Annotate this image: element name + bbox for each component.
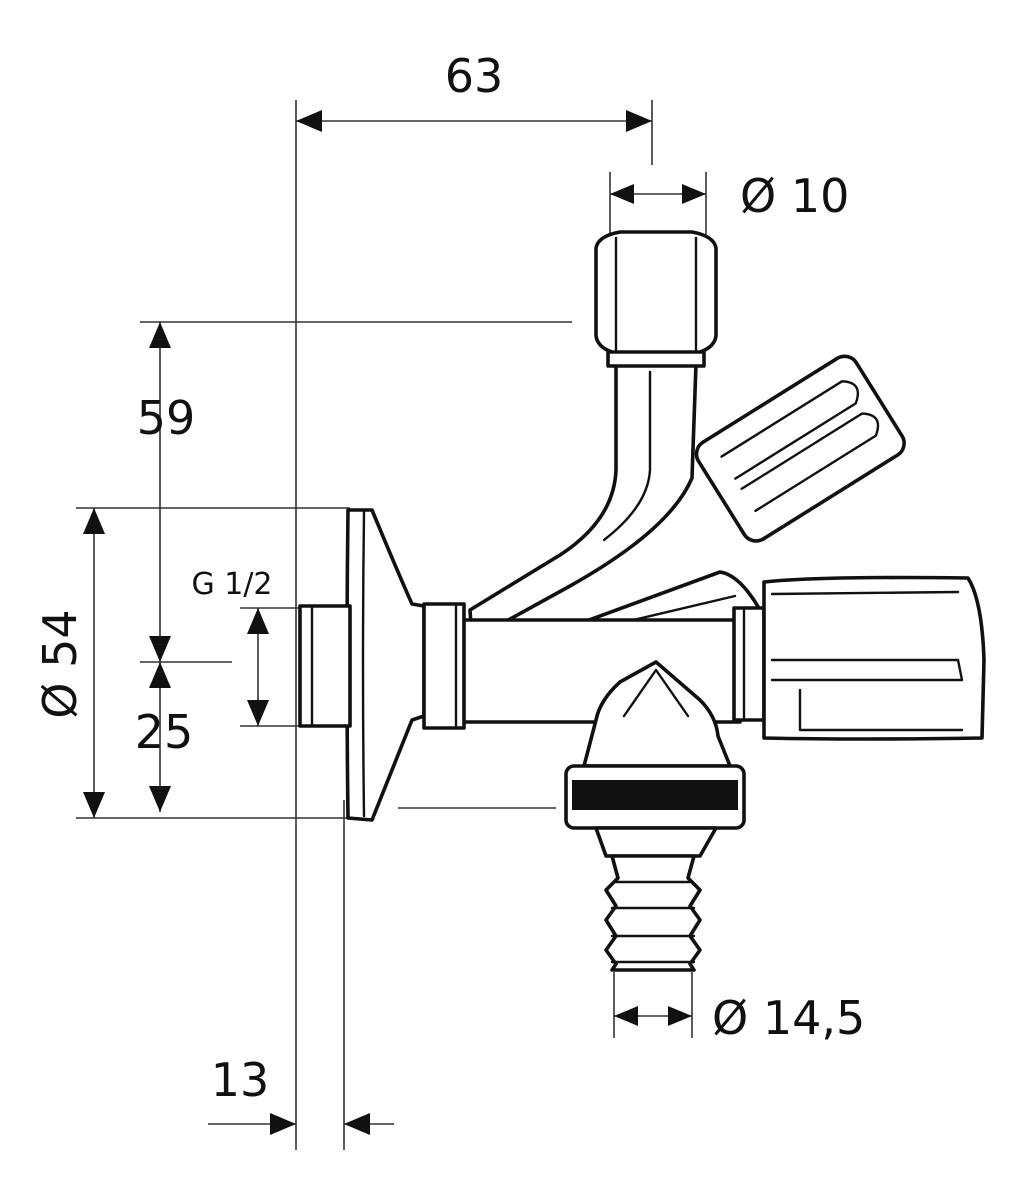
valve-body [298,230,986,972]
secondary-valve-knob[interactable] [691,351,909,546]
arrow-25-bottom [149,786,171,812]
knob-ridge-middle [770,658,964,682]
right-collar [732,606,766,722]
label-width-63: 63 [445,49,504,103]
label-depth-13: 13 [211,1053,270,1107]
knob-grip [798,688,964,732]
arrow-d14-left [614,1006,638,1026]
arrow-25-top [149,662,171,688]
label-diameter-54: Ø 54 [33,609,87,718]
arrow-13-left [270,1113,296,1135]
wall-rosette [345,508,426,822]
arrow-thread-bottom [247,700,269,726]
outlet-cone-inner [622,668,690,718]
secondary-knob-rib-2 [740,412,880,513]
arrow-d14-right [668,1006,692,1026]
arrow-13-right [344,1113,370,1135]
knob-ridge-top [770,590,960,596]
outlet-reducer [594,826,718,858]
upper-branch-tube [468,362,698,642]
arrow-59-bottom [149,636,171,662]
threaded-inlet [298,604,352,728]
label-height-59: 59 [137,391,196,445]
dimension-labels: 63 Ø 10 59 G 1/2 25 Ø 54 13 Ø 14,5 [33,49,865,1107]
arrow-63-left [296,110,322,132]
rosette-edge [361,510,366,818]
label-height-25: 25 [135,705,194,759]
main-shutoff-knob[interactable] [762,575,986,741]
secondary-knob-body [694,354,906,543]
arrow-d54-bottom [83,792,105,818]
secondary-knob-rib-1 [720,380,860,480]
arrow-d54-top [83,508,105,534]
hose-barb [604,854,702,972]
arrow-d10-right [682,184,706,204]
top-compression-nut [594,230,718,356]
nut-seat [606,350,706,368]
label-thread-g12: G 1/2 [191,567,272,602]
outlet-nut-band [572,780,738,810]
body-collar [422,602,466,730]
upper-branch-inner [602,370,652,542]
arrow-thread-top [247,608,269,634]
arrow-d10-left [610,184,634,204]
outlet-body-cone [582,660,732,768]
label-diameter-14-5: Ø 14,5 [712,991,865,1045]
arrow-63-right [626,110,652,132]
dimension-lines [76,100,707,1150]
arrow-59-top [149,322,171,348]
label-diameter-10: Ø 10 [740,169,849,223]
